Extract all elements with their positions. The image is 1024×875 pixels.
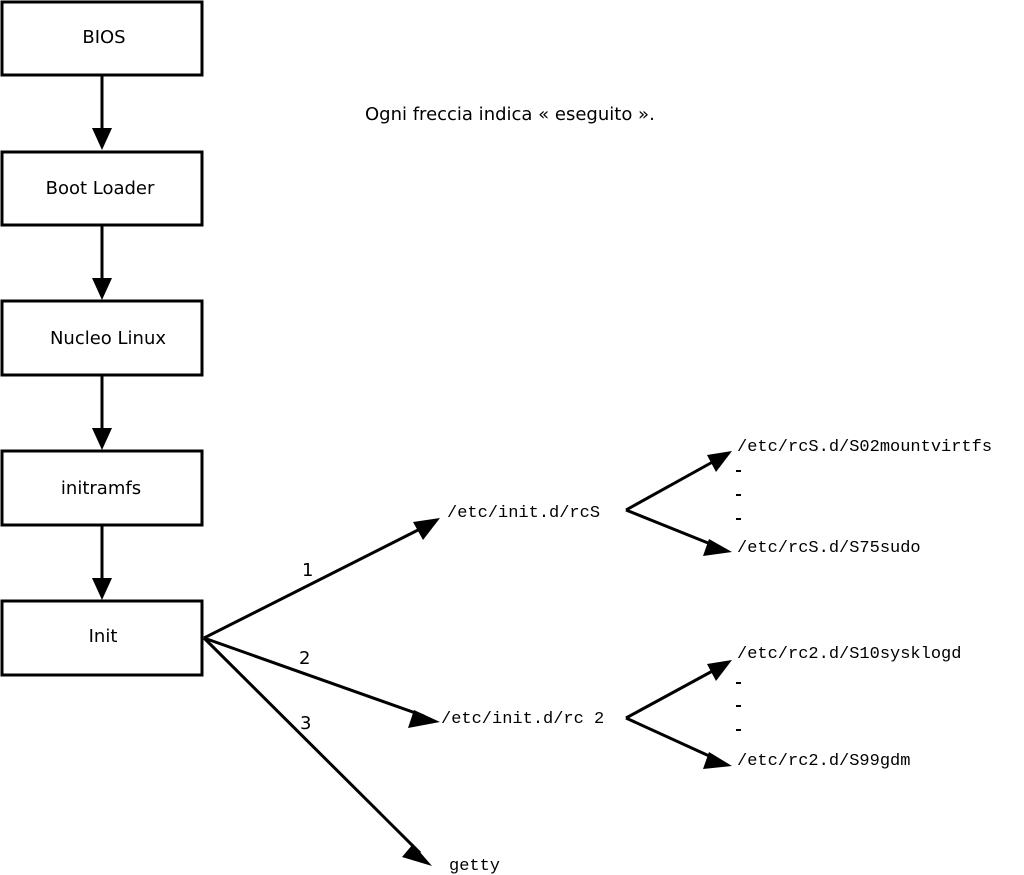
- arrow-rcs-to-last: [625, 508, 719, 549]
- chain-arrows: [92, 76, 112, 600]
- branch-3-label: 3: [300, 713, 311, 734]
- branch-1-label: 1: [302, 560, 313, 581]
- init-node: Init: [0, 599, 204, 677]
- arrowhead-rcs-to-first: [707, 451, 732, 472]
- diagram-note: Ogni freccia indica « eseguito ».: [365, 104, 655, 125]
- arrow-rc2-to-last: [625, 716, 719, 762]
- rc2-init-script: /etc/init.d/rc 2: [441, 710, 604, 729]
- arrowhead-rc2-to-first: [707, 660, 732, 681]
- boot-loader-label: Boot Loader: [46, 178, 155, 199]
- rc2-first-script: /etc/rc2.d/S10sysklogd: [737, 645, 961, 664]
- getty-process: getty: [449, 857, 500, 875]
- kernel-node: Nucleo Linux: [0, 299, 204, 377]
- bios-node: BIOS: [0, 0, 204, 77]
- arrowhead-init-to-getty: [402, 844, 432, 866]
- rc2-fanout: [625, 660, 732, 769]
- branch-2-label: 2: [299, 648, 310, 669]
- arrowhead-rc2-to-last: [703, 752, 732, 769]
- arrow-rc2-to-first: [625, 666, 719, 720]
- arrowhead-init-to-rcs: [413, 518, 440, 540]
- arrowhead-bootloader-to-kernel: [92, 278, 112, 300]
- boot-loader-node: Boot Loader: [0, 150, 204, 227]
- initramfs-node: initramfs: [0, 449, 204, 527]
- initramfs-label: initramfs: [61, 478, 141, 499]
- init-branches: 1 2 3: [202, 518, 440, 866]
- arrowhead-kernel-to-initramfs: [92, 428, 112, 450]
- arrow-rcs-to-first: [625, 457, 719, 512]
- bios-label: BIOS: [82, 27, 125, 48]
- rcs-fanout: [625, 451, 732, 556]
- arrowhead-init-to-rc2: [408, 710, 440, 728]
- arrowhead-rcs-to-last: [703, 539, 732, 556]
- arrow-init-to-rcs: [203, 525, 425, 640]
- arrow-init-to-rc2: [203, 636, 425, 718]
- kernel-label: Nucleo Linux: [50, 328, 166, 349]
- arrow-init-to-getty: [202, 636, 422, 855]
- arrowhead-bios-to-bootloader: [92, 128, 112, 150]
- init-label: Init: [89, 626, 118, 647]
- rcs-last-script: /etc/rcS.d/S75sudo: [737, 539, 921, 558]
- rc2-last-script: /etc/rc2.d/S99gdm: [737, 752, 910, 771]
- rcs-first-script: /etc/rcS.d/S02mountvirtfs: [737, 438, 992, 457]
- rcs-init-script: /etc/init.d/rcS: [447, 504, 600, 523]
- arrowhead-initramfs-to-init: [92, 578, 112, 600]
